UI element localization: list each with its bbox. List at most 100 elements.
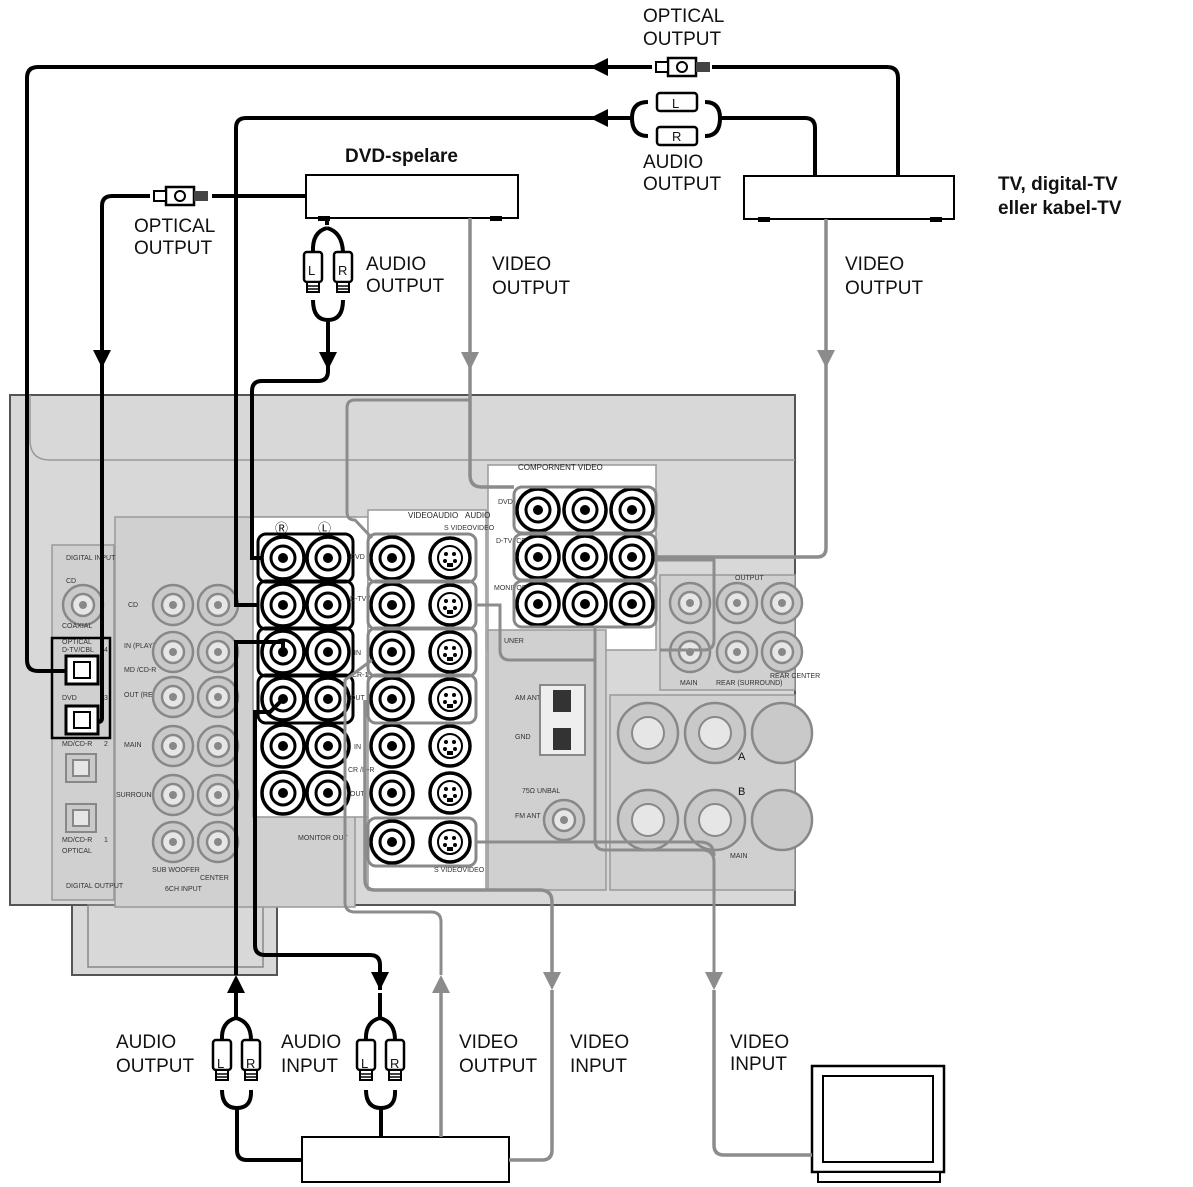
- in-play-label: IN (PLAY): [124, 643, 155, 650]
- num-1-label: 1: [104, 837, 108, 844]
- optical-plug-dvd: [152, 185, 210, 207]
- spk-a-label: A: [738, 751, 746, 763]
- video-input-rec-line2: INPUT: [570, 1056, 627, 1077]
- md-cdr-label-2: MD/CD-R: [62, 837, 92, 844]
- arrow-audio-rec-in: [371, 972, 389, 990]
- arrow-optical-top: [590, 58, 608, 76]
- plug-rec-in-l: L: [361, 1056, 368, 1071]
- arrow-optical-dvd: [93, 350, 111, 368]
- component-video-header: COMPORNENT VIDEO: [518, 463, 603, 472]
- coaxial-label: COAXIAL: [62, 623, 92, 630]
- md-cdr-label-1: MD/CD-R: [62, 741, 92, 748]
- rca-plug-top-l: [655, 91, 699, 113]
- out-rec-label: OUT (REC): [124, 692, 160, 699]
- audio-inputs-block: CD IN (PLAY) MD /CD-R OUT (REC) MAIN SUR…: [116, 583, 240, 893]
- video-input-mon-line2: INPUT: [730, 1054, 787, 1075]
- main-out-label: MAIN: [680, 680, 698, 687]
- sub-woofer-label: SUB WOOFER: [152, 867, 200, 874]
- surround-label: SURROUND: [116, 792, 156, 799]
- video-output-rec-line1: VIDEO: [459, 1032, 518, 1053]
- optical-output-top-line2: OUTPUT: [643, 29, 722, 50]
- row-cr2-label: CR /D-R: [348, 767, 374, 774]
- plug-dvd-r: R: [338, 263, 347, 278]
- optical-output-dvd-line2: OUTPUT: [134, 238, 213, 259]
- video-output-rec-line2: OUTPUT: [459, 1056, 538, 1077]
- row-dtv-label: D-TV /CB: [350, 596, 380, 603]
- r-marker: Ⓡ: [275, 521, 288, 536]
- plug-top-l: L: [672, 96, 679, 111]
- 6ch-input-label: 6CH INPUT: [165, 886, 203, 893]
- optical-plug-top: [654, 56, 712, 78]
- optical-output-top-line1: OPTICAL: [643, 6, 724, 27]
- cd-coax-label: CD: [66, 578, 76, 585]
- plug-rec-out-r: R: [246, 1056, 255, 1071]
- main-row-label: MAIN: [124, 742, 142, 749]
- dvd-player[interactable]: [305, 174, 519, 221]
- spk-b-label: B: [738, 786, 745, 798]
- row-out-label: OUT: [350, 695, 366, 702]
- row-out2-label: OUT: [350, 791, 366, 798]
- video-input-mon-line1: VIDEO: [730, 1032, 789, 1053]
- audio-output-top-line2: OUTPUT: [643, 174, 722, 195]
- cd-row-label: CD: [128, 602, 138, 609]
- tv-title-line1: TV, digital-TV: [998, 174, 1118, 195]
- audio-output-rec-line2: OUTPUT: [116, 1056, 195, 1077]
- arrow-audio-rec-out: [227, 975, 245, 993]
- digital-input-block: DIGITAL INPUT CD COAXIAL OPTICAL D-TV/CB…: [50, 555, 124, 890]
- mdcdr-row-label: MD /CD-R: [124, 667, 156, 674]
- video-output-tv-line2: OUTPUT: [845, 278, 924, 299]
- tv-tuner-box[interactable]: [743, 175, 955, 222]
- audio-output-dvd-line2: OUTPUT: [366, 276, 445, 297]
- monitor-out-label: MONITOR OUT: [298, 835, 348, 842]
- component-video-block: COMPORNENT VIDEO DVD D-TV /CB MONITOR OU…: [494, 463, 658, 629]
- video-jacks-block: VIDEOAUDIO AUDIO S VIDEOVIDEO DVD D-TV /…: [348, 511, 495, 874]
- rca-plug-top-r: [655, 125, 699, 147]
- recorder-device[interactable]: [301, 1136, 510, 1183]
- plug-rec-out-l: L: [217, 1056, 224, 1071]
- opt-dvd-label: DVD: [62, 695, 77, 702]
- audio-input-rec-line2: INPUT: [281, 1056, 338, 1077]
- videoaudio-header: VIDEOAUDIO: [408, 511, 458, 520]
- num-3-label: 3: [104, 695, 108, 702]
- s-video-header: S VIDEOVIDEO: [444, 525, 495, 532]
- cd-coaxial-jack[interactable]: [61, 583, 105, 627]
- comp-monitor-label: MONITOR OUT: [494, 585, 544, 592]
- video-output-tv-line1: VIDEO: [845, 254, 904, 275]
- rear-sur-label: REAR (SURROUND): [716, 680, 783, 687]
- opt-dtv-label: D-TV/CBL: [62, 647, 94, 654]
- l-marker: Ⓛ: [318, 521, 331, 536]
- plug-dvd-l: L: [308, 263, 315, 278]
- num-2-label: 2: [104, 741, 108, 748]
- tuner-label: UNER: [504, 638, 524, 645]
- arrow-video-monitor: [705, 972, 723, 990]
- spk-main-label: MAIN: [730, 853, 748, 860]
- digital-input-label: DIGITAL INPUT: [66, 555, 116, 562]
- digital-output-label: DIGITAL OUTPUT: [66, 883, 124, 890]
- row-in2-label: IN: [354, 744, 361, 751]
- row-dvd-label: DVD: [350, 554, 365, 561]
- audio-output-dvd-line1: AUDIO: [366, 254, 426, 275]
- audio-input-rec-line1: AUDIO: [281, 1032, 341, 1053]
- comp-dtv-label: D-TV /CB: [496, 538, 526, 545]
- plug-rec-in-r: R: [390, 1056, 399, 1071]
- comp-dvd-label: DVD: [498, 499, 513, 506]
- monitor-tv[interactable]: [810, 1064, 946, 1183]
- s-video-bottom-label: S VIDEOVIDEO: [434, 867, 485, 874]
- output-header: OUTPUT: [735, 575, 765, 582]
- unbal-label: 75Ω UNBAL: [522, 788, 560, 795]
- optical-out-label: OPTICAL: [62, 848, 92, 855]
- row-in-label: IN: [354, 650, 361, 657]
- optical-label: OPTICAL: [62, 639, 92, 646]
- arrow-video-rec-out: [432, 975, 450, 993]
- dvd-player-title: DVD-spelare: [345, 146, 458, 167]
- audio-header: AUDIO: [465, 511, 490, 520]
- fm-ant-label: FM ANT: [515, 813, 541, 820]
- am-ant-label: AM ANT: [515, 695, 542, 702]
- row-cr1-label: CR-1: [352, 672, 368, 679]
- audio-output-rec-line1: AUDIO: [116, 1032, 176, 1053]
- plug-top-r: R: [672, 129, 681, 144]
- center-label: CENTER: [200, 875, 229, 882]
- cables: [25, 58, 900, 1162]
- audio-output-top-line1: AUDIO: [643, 152, 703, 173]
